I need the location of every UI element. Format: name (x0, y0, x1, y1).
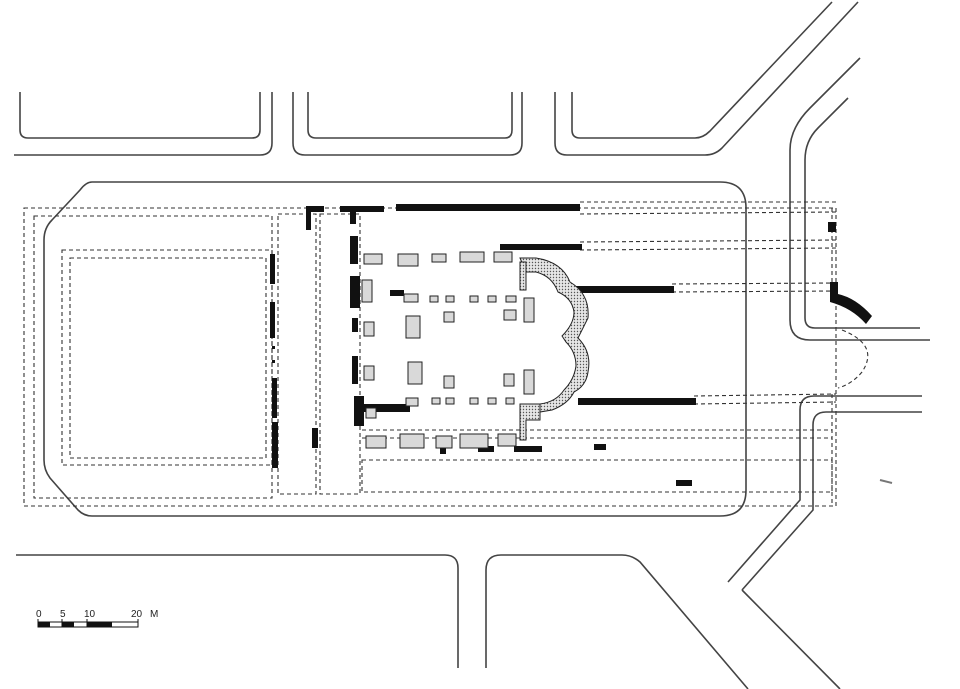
scale-tick-0: 0 (36, 609, 42, 620)
scale-tick-10: 10 (84, 609, 96, 620)
scale-unit: M (150, 609, 158, 620)
street-blocks-south (16, 395, 922, 689)
precinct-outline (43, 181, 747, 517)
foundation-outlines (23, 201, 869, 507)
scale-tick-20: 20 (131, 609, 143, 620)
scale-bar: 0 5 10 20 M (36, 609, 158, 628)
ink-speck (879, 479, 893, 484)
church-piers (361, 251, 535, 449)
street-blocks-north (14, 1, 930, 341)
scale-tick-5: 5 (60, 609, 66, 620)
church-apse-walls (519, 257, 590, 441)
excavated-walls (270, 204, 872, 486)
